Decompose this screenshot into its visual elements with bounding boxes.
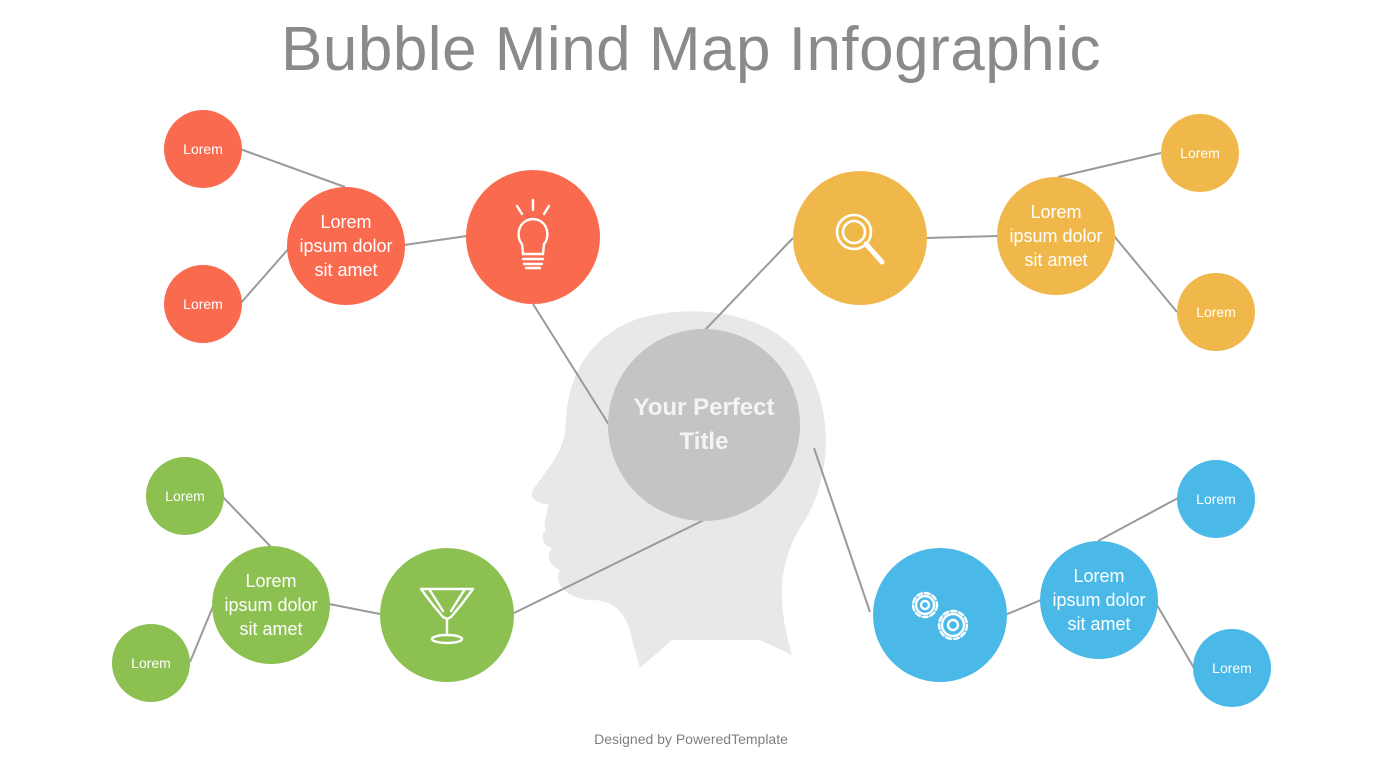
- red-leaf-bubble-2: Lorem: [164, 265, 242, 343]
- yellow-icon-bubble: [793, 171, 927, 305]
- connector-blue-center: [813, 447, 871, 613]
- lightbulb-icon: [515, 198, 551, 270]
- connector-green-main: [328, 603, 381, 615]
- connector-blue-leaf-1: [1097, 497, 1179, 542]
- center-title: Your Perfect Title: [633, 394, 775, 455]
- connector-yellow-center: [703, 237, 794, 332]
- gears-icon: [911, 591, 969, 641]
- connector-yellow-main: [925, 235, 999, 239]
- red-main-bubble: Lorem ipsum dolor sit amet: [287, 187, 405, 305]
- trophy-icon: [419, 587, 475, 645]
- center-bubble: Your Perfect Title: [608, 329, 800, 521]
- yellow-main-bubble: Lorem ipsum dolor sit amet: [997, 177, 1115, 295]
- leaf-label: Lorem: [165, 488, 205, 504]
- magnifier-icon: [835, 213, 885, 265]
- blue-leaf-bubble-2: Lorem: [1193, 629, 1271, 707]
- green-main-bubble: Lorem ipsum dolor sit amet: [212, 546, 330, 664]
- red-icon-bubble: [466, 170, 600, 304]
- yellow-leaf-bubble-2: Lorem: [1177, 273, 1255, 351]
- connector-lines: [189, 148, 1195, 669]
- connector-red-main: [403, 235, 468, 246]
- leaf-label: Lorem: [131, 655, 171, 671]
- leaf-label: Lorem: [1180, 145, 1220, 161]
- connector-red-leaf-2: [239, 246, 291, 305]
- page-title: Bubble Mind Map Infographic: [281, 15, 1101, 84]
- leaf-label: Lorem: [1196, 491, 1236, 507]
- connector-green-leaf-1: [220, 494, 272, 548]
- connector-green-center: [513, 519, 705, 614]
- main-label: Lorem ipsum dolor sit amet: [1009, 202, 1103, 270]
- leaf-label: Lorem: [183, 141, 223, 157]
- yellow-leaf-bubble-1: Lorem: [1161, 114, 1239, 192]
- connector-yellow-leaf-1: [1057, 152, 1162, 178]
- blue-main-bubble: Lorem ipsum dolor sit amet: [1040, 541, 1158, 659]
- connector-blue-main: [1004, 599, 1042, 616]
- connector-yellow-leaf-2: [1113, 235, 1178, 313]
- connector-red-leaf-1: [239, 148, 346, 188]
- connector-blue-leaf-2: [1153, 599, 1195, 669]
- red-leaf-bubble-1: Lorem: [164, 110, 242, 188]
- leaf-label: Lorem: [1212, 660, 1252, 676]
- connector-red-center: [532, 303, 612, 429]
- main-label: Lorem ipsum dolor sit amet: [1052, 566, 1146, 634]
- green-icon-bubble: [380, 548, 514, 682]
- green-leaf-bubble-2: Lorem: [112, 624, 190, 702]
- green-leaf-bubble-1: Lorem: [146, 457, 224, 535]
- footer-credit: Designed by PoweredTemplate: [594, 731, 788, 747]
- blue-icon-bubble: [873, 548, 1007, 682]
- main-label: Lorem ipsum dolor sit amet: [299, 212, 393, 280]
- blue-leaf-bubble-1: Lorem: [1177, 460, 1255, 538]
- main-label: Lorem ipsum dolor sit amet: [224, 571, 318, 639]
- leaf-label: Lorem: [1196, 304, 1236, 320]
- connector-green-leaf-2: [189, 603, 215, 663]
- leaf-label: Lorem: [183, 296, 223, 312]
